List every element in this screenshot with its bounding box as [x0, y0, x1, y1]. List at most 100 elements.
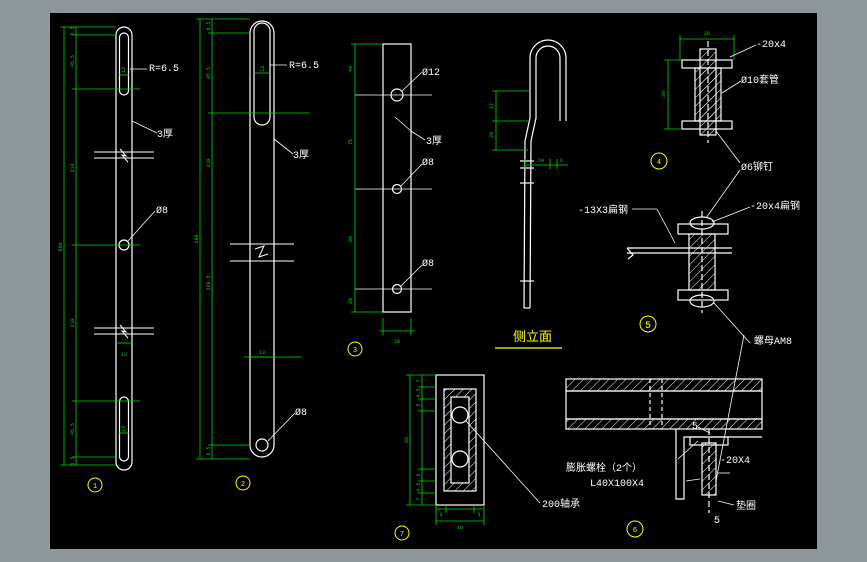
detail7-wheel [435, 374, 485, 506]
detail4-dim-height: 30 [661, 91, 667, 97]
detail6-bracket [675, 429, 762, 513]
part1-dim-mid-a: 210 [70, 163, 76, 172]
detail4-leaders [715, 44, 757, 164]
detail6-marker: 6 [633, 527, 637, 535]
part2-dim-mid-a: 210 [206, 158, 212, 167]
part2-dim-bar-w: 13 [259, 350, 265, 356]
part3-hole2-label: Ø8 [422, 157, 434, 169]
part1-dim-top-b: 45.5 [70, 55, 76, 67]
detail7-dim-h2: 3 [477, 512, 480, 518]
part1-bar [115, 26, 133, 471]
detail4-sleeve-label: Ø10套管 [741, 73, 779, 87]
detail7-dim-v3: 5 [416, 403, 422, 406]
part3-plate [382, 43, 412, 313]
detail6-leaders [677, 334, 745, 506]
part1-top-slot [118, 32, 130, 96]
side-view-title: 侧立面 [513, 330, 552, 345]
detail7-leader [465, 420, 541, 504]
part3-dim-1: 40 [348, 66, 354, 72]
part1-dim-mid-b: 210 [70, 318, 76, 327]
detail4-assembly [681, 41, 733, 143]
detail4-marker-bubble [650, 152, 668, 170]
detail6-flat-label: -20X4 [720, 456, 750, 467]
part2-slot [253, 22, 271, 126]
detail6-slab [565, 378, 763, 430]
part3-hole1-label: Ø12 [422, 67, 440, 79]
side-view-dimensions [492, 90, 568, 169]
part1-leaders [127, 68, 158, 242]
part1-dimensions [60, 26, 140, 466]
part2-dim-bot-a: 229.5 [206, 275, 212, 290]
detail5-marker: 5 [645, 321, 651, 332]
detail7-marker-bubble [394, 525, 410, 541]
detail7-dim-v2: 4.5 [416, 388, 422, 397]
part1-dim-top-a: 6.5 [70, 26, 76, 35]
part1-dim-bot-a: 6.5 [70, 456, 76, 465]
part2-dim-total: 280 [194, 234, 200, 243]
detail7-dim-v1: 7 [416, 379, 422, 382]
part1-thk-label: 3厚 [157, 128, 173, 141]
part2-outline [249, 20, 275, 458]
part2-hole-label: Ø8 [295, 407, 307, 419]
part1-break-marks [94, 148, 154, 339]
part1-hole-label: Ø8 [156, 205, 168, 217]
part2-bar [249, 20, 275, 458]
part3-dimensions [351, 43, 415, 335]
detail6-section-label2: 5 [714, 516, 720, 527]
detail5-marker-bubble [639, 315, 657, 333]
part3-dim-2: 75 [348, 139, 354, 145]
part3-dim-3: 90 [348, 236, 354, 242]
detail7-dim-v6: 4.5 [416, 482, 422, 491]
part2-leaders [267, 64, 296, 442]
part3-marker: 3 [353, 347, 357, 355]
part3-marker-bubble [347, 341, 363, 357]
part2-marker: 2 [241, 481, 245, 489]
detail7-dim-v5: 5 [416, 473, 422, 476]
detail6-section-label: 5 [692, 422, 698, 433]
part3-dim-width: 20 [394, 339, 400, 345]
side-view-dim-1: 27 [489, 103, 495, 109]
detail5-nut-label: 螺母AM8 [754, 335, 792, 348]
part2-break-marks [230, 243, 294, 262]
part3-dim-text: 40 75 90 20 20 [348, 66, 400, 345]
part1-outline [115, 26, 133, 471]
part1-r-label: R=6.5 [149, 64, 179, 75]
part2-dimensions [196, 18, 310, 460]
detail5-rivet-label: Ø6铆钉 [741, 160, 773, 174]
detail7-dimensions [406, 374, 485, 525]
part1-marker: 1 [93, 483, 97, 491]
part1-bottom-slot [118, 396, 130, 462]
part2-dim-slot-w: 13 [260, 66, 266, 72]
detail7-dim-v7: 7 [416, 497, 422, 500]
part1-dim-text: 560 6.5 45.5 210 210 45.5 6.5 13 13 13 [58, 26, 127, 465]
detail7-dim-h3: 18 [457, 525, 463, 531]
detail7-dim-text: 7 4.5 5 90 5 4.5 7 3 3 18 [404, 379, 481, 531]
part2-dim-top-b: 45.5 [206, 67, 212, 79]
detail7-bearing-label: 200轴承 [542, 497, 580, 511]
part2-dim-bot-b: 6.5 [206, 446, 212, 455]
drawing-viewport[interactable]: 560 6.5 45.5 210 210 45.5 6.5 13 13 13 R… [50, 13, 817, 549]
part2-thk-label: 3厚 [293, 149, 309, 162]
part3-dim-4: 20 [348, 298, 354, 304]
detail4-dimensions [664, 35, 735, 130]
side-view-dim-3: 24 [538, 158, 544, 164]
part2-hole [255, 438, 269, 452]
part3-thk-label: 3厚 [426, 135, 442, 148]
part3-centerlines [355, 94, 432, 290]
detail6-marker-bubble [626, 520, 644, 538]
part1-dim-slot-w: 13 [121, 67, 127, 73]
detail7-dim-h1: 3 [439, 512, 442, 518]
detail4-dim-width: 20 [704, 31, 710, 37]
detail5-flat13-label: -13X3扁钢 [578, 203, 628, 217]
part1-dim-bar-w: 13 [121, 352, 127, 358]
part1-dim-bot-b: 45.5 [70, 423, 76, 435]
side-view-dim-text: 27 20 24 3 [489, 103, 563, 164]
detail5-flat20-label: -20x4扁钢 [750, 199, 800, 213]
part3-leaders [400, 71, 426, 287]
part3-hole3-label: Ø8 [422, 258, 434, 270]
detail4-marker: 4 [657, 159, 661, 167]
detail6-angle-label: L40X100X4 [590, 479, 644, 490]
side-view-profile [520, 39, 567, 309]
part2-dim-text: 280 6.5 45.5 210 229.5 6.5 13 13 [194, 21, 266, 455]
detail5-assembly [626, 211, 732, 313]
